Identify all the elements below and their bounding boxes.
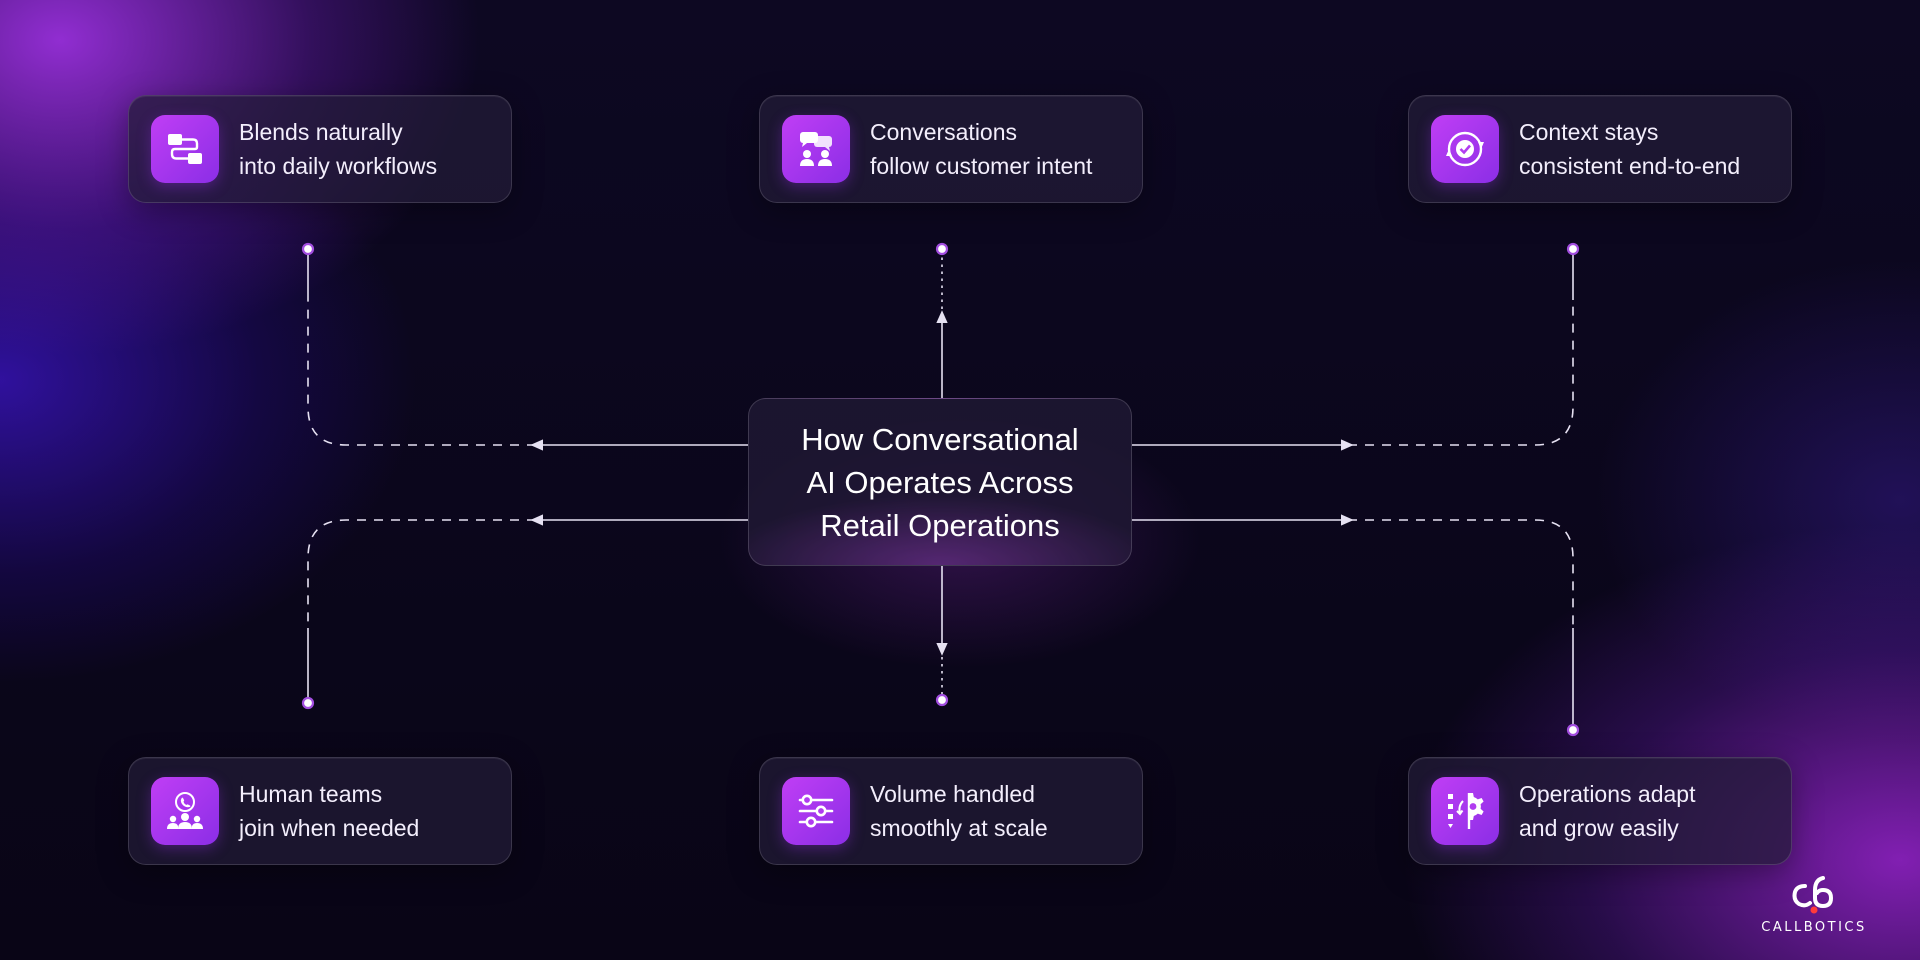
card-blends-naturally: Blends naturally into daily workflows bbox=[128, 95, 512, 203]
card-label-line-2: smoothly at scale bbox=[870, 815, 1048, 841]
card-volume-handled: Volume handled smoothly at scale bbox=[759, 757, 1143, 865]
card-label: Operations adapt and grow easily bbox=[1519, 777, 1695, 845]
card-label-line-1: Context stays bbox=[1519, 119, 1659, 145]
callbotics-logo-icon bbox=[1792, 876, 1834, 914]
card-label-line-1: Operations adapt bbox=[1519, 781, 1696, 807]
card-label-line-1: Human teams bbox=[239, 781, 383, 807]
connector-node-top-right bbox=[1566, 242, 1580, 256]
center-title-line-1: How Conversational bbox=[801, 421, 1079, 457]
brand-wordmark: CALLBOTICS bbox=[1761, 920, 1867, 935]
center-title-line-2: AI Operates Across bbox=[806, 464, 1074, 500]
workflow-icon bbox=[151, 115, 219, 183]
card-label-line-2: consistent end-to-end bbox=[1519, 153, 1741, 179]
connector-node-bottom-left bbox=[301, 696, 315, 710]
card-label-line-1: Blends naturally bbox=[239, 119, 403, 145]
connector-top-right-dashed bbox=[1348, 300, 1574, 446]
connector-node-bottom-center bbox=[935, 693, 949, 707]
sliders-icon bbox=[782, 777, 850, 845]
card-label-line-1: Volume handled bbox=[870, 781, 1035, 807]
card-label: Context stays consistent end-to-end bbox=[1519, 115, 1740, 183]
card-operations-adapt: Operations adapt and grow easily bbox=[1408, 757, 1792, 865]
card-label-line-2: follow customer intent bbox=[870, 153, 1093, 179]
card-context-stays: Context stays consistent end-to-end bbox=[1408, 95, 1792, 203]
connector-bottom-right-dashed bbox=[1348, 519, 1574, 628]
conversation-users-icon bbox=[782, 115, 850, 183]
connector-node-top-center bbox=[935, 242, 949, 256]
card-human-teams: Human teams join when needed bbox=[128, 757, 512, 865]
connector-bottom-left-dashed bbox=[307, 519, 536, 628]
team-phone-icon bbox=[151, 777, 219, 845]
gear-process-icon bbox=[1431, 777, 1499, 845]
connector-top-left-dashed bbox=[307, 300, 536, 446]
card-label: Blends naturally into daily workflows bbox=[239, 115, 437, 183]
center-title: How Conversational AI Operates Across Re… bbox=[801, 418, 1078, 547]
connector-node-bottom-right bbox=[1566, 723, 1580, 737]
card-conversations: Conversations follow customer intent bbox=[759, 95, 1143, 203]
card-label-line-2: join when needed bbox=[239, 815, 420, 841]
center-title-box: How Conversational AI Operates Across Re… bbox=[748, 398, 1132, 566]
card-label: Human teams join when needed bbox=[239, 777, 419, 845]
card-label: Volume handled smoothly at scale bbox=[870, 777, 1048, 845]
callbotics-logo: CALLBOTICS bbox=[1744, 872, 1884, 942]
card-label-line-1: Conversations bbox=[870, 119, 1018, 145]
cycle-check-icon bbox=[1431, 115, 1499, 183]
card-label: Conversations follow customer intent bbox=[870, 115, 1092, 183]
center-title-line-3: Retail Operations bbox=[820, 507, 1060, 543]
connector-node-top-left bbox=[301, 242, 315, 256]
card-label-line-2: into daily workflows bbox=[239, 153, 438, 179]
card-label-line-2: and grow easily bbox=[1519, 815, 1679, 841]
